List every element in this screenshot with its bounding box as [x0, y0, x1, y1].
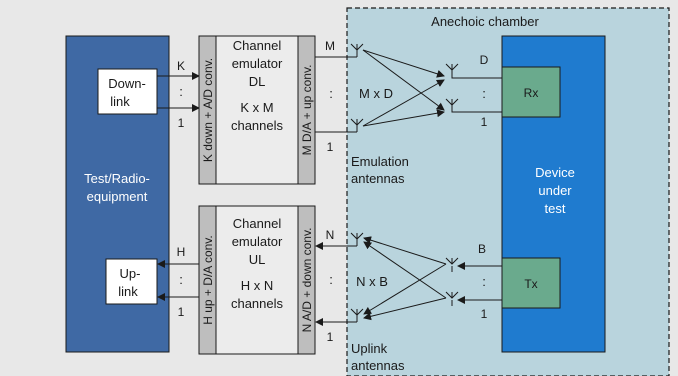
uplink-port-line2: link [118, 284, 138, 299]
dl-link-1-1 [362, 109, 445, 127]
device-label-line1: Device [535, 165, 575, 180]
antenna-icon [350, 118, 364, 132]
rx-ant-index-1: 1 [481, 115, 488, 129]
tx-ant-count-b: B [478, 242, 486, 256]
downlink-port [97, 68, 158, 115]
dl-antennas-label2: antennas [351, 171, 405, 186]
ul-index-1: 1 [178, 305, 185, 319]
dl-index-1: 1 [178, 116, 185, 130]
test-equipment-label-line1: Test/Radio- [84, 171, 150, 186]
ul-ant-dots: : [329, 272, 333, 287]
emulator-ul-line1: Channel [233, 216, 282, 231]
rx-ant-count-d: D [480, 53, 489, 67]
rx-ant-dots: : [482, 86, 486, 101]
downlink-port-line2: link [110, 94, 130, 109]
conv-m-up [297, 35, 316, 185]
dl-ant-dots: : [329, 86, 333, 101]
dl-antennas-label1: Emulation [351, 154, 409, 169]
tx-label: Tx [524, 277, 537, 291]
dl-ant-index-1: 1 [327, 140, 334, 154]
test-equipment-label-line2: equipment [87, 189, 148, 204]
conv-h-up-label: H up + D/A conv. [201, 235, 215, 325]
dl-matrix-label: M x D [359, 86, 393, 101]
dl-link-1-d [362, 79, 445, 127]
conv-k-down-label: K down + A/D conv. [201, 58, 215, 162]
uplink-port-line1: Up- [120, 266, 141, 281]
dl-ant-count-m: M [325, 39, 335, 53]
device-label-line2: under [538, 183, 572, 198]
emulator-dl-line3: DL [249, 74, 266, 89]
tx-ant-index-1: 1 [481, 307, 488, 321]
chamber-title: Anechoic chamber [431, 14, 539, 29]
antenna-icon [445, 63, 502, 79]
antenna-icon [445, 291, 459, 306]
ul-ant-count-n: N [326, 228, 335, 242]
emulator-ul-line2: emulator [232, 234, 283, 249]
antenna-icon [350, 43, 364, 57]
tx-ant-dots: : [482, 274, 486, 289]
conv-m-up-label: M D/A + up conv. [300, 65, 314, 156]
rx-block [501, 66, 561, 118]
ul-ant-index-1: 1 [327, 330, 334, 344]
ul-link-1-n [363, 241, 447, 299]
ul-link-b-n [363, 236, 447, 265]
ul-link-b-1 [363, 263, 447, 315]
ul-antennas-label1: Uplink [351, 341, 388, 356]
conv-n-down [297, 205, 316, 355]
ul-link-1-1 [363, 297, 447, 321]
antenna-icon [350, 232, 364, 246]
ul-matrix-label: N x B [356, 274, 388, 289]
dl-link-m-d [362, 49, 445, 78]
ul-dots: : [179, 272, 183, 287]
emulator-dl-line5: channels [231, 118, 284, 133]
uplink-port [105, 258, 158, 305]
antenna-icon [445, 98, 502, 113]
emulator-ul-line5: channels [231, 296, 284, 311]
antenna-icon [350, 308, 364, 322]
antenna-icon [445, 257, 459, 272]
downlink-port-line1: Down- [108, 76, 146, 91]
dl-count-k: K [177, 59, 185, 73]
dl-link-m-1 [362, 49, 445, 111]
emulator-ul-line4: H x N [241, 278, 274, 293]
tx-block [501, 257, 561, 309]
rx-label: Rx [524, 86, 539, 100]
device-label-line3: test [545, 201, 566, 216]
emulator-dl-line4: K x M [240, 100, 273, 115]
channel-emulator-dl [215, 35, 299, 185]
emulator-dl-line1: Channel [233, 38, 282, 53]
ul-count-h: H [177, 245, 186, 259]
conv-n-down-label: N A/D + down conv. [300, 228, 314, 333]
emulator-dl-line2: emulator [232, 56, 283, 71]
ul-antennas-label2: antennas [351, 358, 405, 373]
dl-dots: : [179, 84, 183, 99]
emulator-ul-line3: UL [249, 252, 266, 267]
